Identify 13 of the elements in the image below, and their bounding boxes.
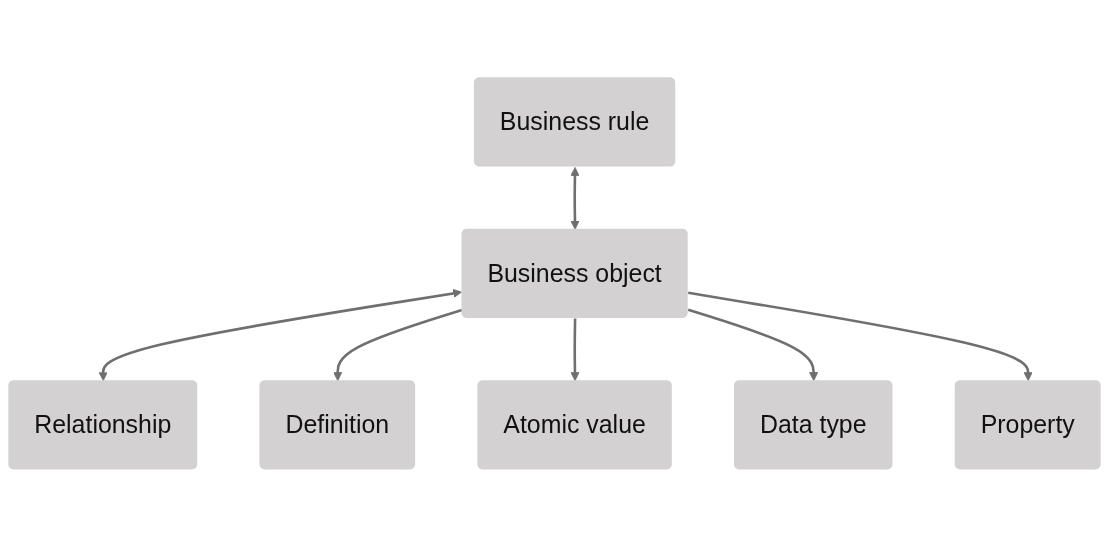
node-box: Property bbox=[954, 380, 1101, 470]
arrow bbox=[98, 289, 462, 382]
node-box: Data type bbox=[734, 380, 893, 470]
arrow bbox=[687, 308, 819, 382]
node-box: Relationship bbox=[8, 380, 198, 470]
arrow bbox=[570, 318, 580, 382]
node-box: Atomic value bbox=[477, 380, 672, 470]
node-box: Definition bbox=[259, 380, 416, 470]
node-box: Business object bbox=[461, 228, 688, 319]
arrow bbox=[570, 167, 580, 230]
arrow bbox=[333, 308, 463, 382]
arrow bbox=[688, 291, 1033, 382]
node-box: Business rule bbox=[473, 77, 676, 167]
